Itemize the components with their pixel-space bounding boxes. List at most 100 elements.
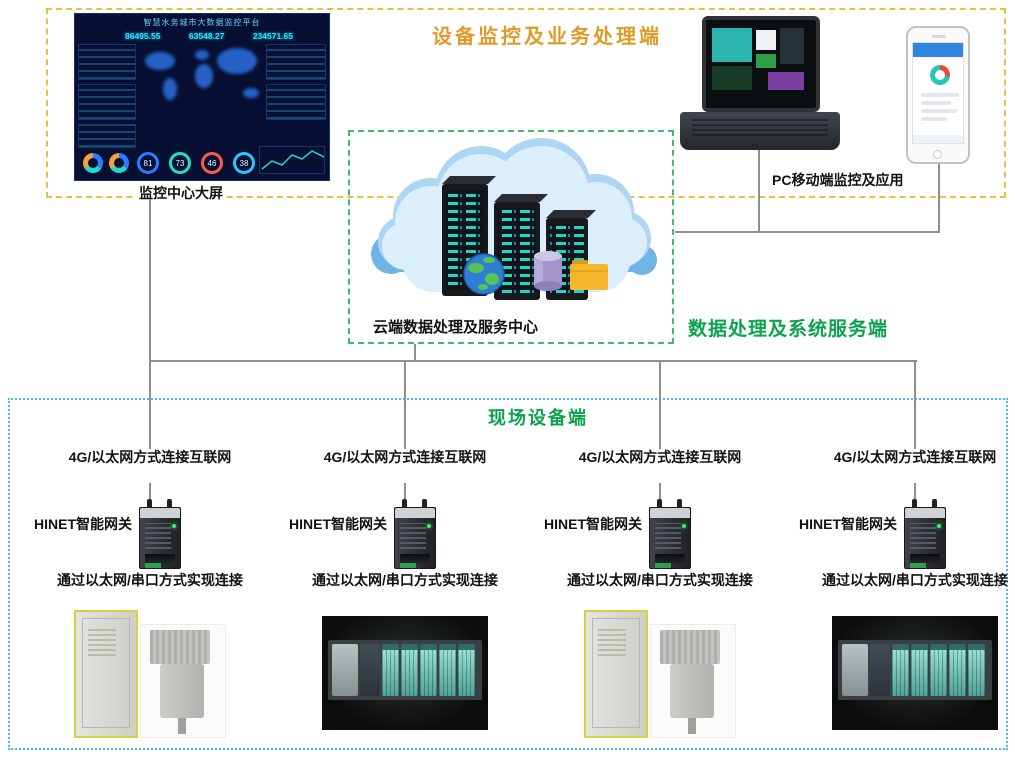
gauge: 38 (233, 152, 255, 174)
dashboard-stat: 63548.27 (188, 31, 225, 41)
connector-net-to-gateway4 (914, 483, 916, 499)
cabinet-door (592, 618, 640, 728)
map-blob (195, 64, 213, 88)
antenna-icon (147, 499, 152, 508)
map-blob (243, 88, 259, 98)
top-section-title: 设备监控及业务处理端 (432, 26, 662, 48)
antenna-icon (677, 499, 682, 508)
gateway-top-panel (395, 508, 435, 518)
gateway-terminal (655, 563, 671, 568)
laptop-icon (680, 16, 840, 158)
map-blob (217, 48, 257, 74)
column-internet-label: 4G/以太网方式连接互联网 (578, 449, 742, 465)
antenna-icon (422, 499, 427, 508)
unit-leg (688, 718, 696, 734)
plc-io-module (458, 644, 475, 696)
dashboard-stat: 86495.55 (125, 31, 161, 41)
electrical-cabinet-icon (584, 610, 648, 738)
gateway-device-icon (900, 499, 950, 569)
dashboard-panel (266, 44, 326, 80)
dashboard-line-chart (259, 146, 325, 174)
connector-net-to-gateway2 (404, 483, 406, 499)
dashboard-donut-charts (83, 153, 129, 173)
gateway-device-icon (390, 499, 440, 569)
connector-bus-to-col2 (404, 362, 406, 449)
screen-block (712, 28, 752, 62)
screen-block (712, 66, 752, 90)
gateway-ports (400, 554, 430, 564)
plc-io-module (930, 644, 947, 696)
globe-icon (463, 253, 505, 295)
gateway-top-panel (140, 508, 180, 518)
dashboard-panel (78, 124, 136, 148)
gateway-body (394, 507, 436, 569)
phone-speaker (932, 35, 946, 38)
cloud-section-frame (348, 130, 674, 344)
column-connection-label: 通过以太网/串口方式实现连接 (822, 572, 1008, 588)
unit-body (670, 664, 714, 718)
dashboard-panel (266, 84, 326, 120)
screen-block (756, 30, 776, 50)
donut-chart (83, 153, 103, 173)
phone-home-button (933, 150, 942, 159)
folder-icon (570, 260, 608, 290)
gateway-top-panel (650, 508, 690, 518)
connector-net-to-gateway3 (659, 483, 661, 499)
plc-devices-icon (322, 616, 488, 730)
phone-icon (906, 26, 970, 164)
cloud-caption: 云端数据处理及服务中心 (372, 319, 538, 336)
dashboard-screen-title: 智慧水务城市大数据监控平台 (143, 18, 261, 27)
phone-app-bar (921, 93, 959, 97)
plc-io-module (949, 644, 966, 696)
cabinet-devices-icon (74, 610, 226, 740)
plc-io-module (382, 644, 399, 696)
gateway-vents (400, 523, 426, 549)
unit-leg (178, 718, 186, 734)
donut-chart (109, 153, 129, 173)
cloud-side-label: 数据处理及系统服务端 (688, 319, 889, 340)
phone-app-bar (921, 117, 947, 121)
dashboard-panel (78, 44, 136, 80)
antenna-icon (402, 499, 407, 508)
connector-dashboard-to-bus (149, 199, 151, 361)
unit-fins (150, 630, 210, 664)
gauge: 73 (169, 152, 191, 174)
screen-block (768, 72, 804, 90)
map-blob (145, 52, 175, 70)
connector-phone (938, 164, 940, 232)
dashboard-gauges: 81 73 46 38 (137, 152, 255, 174)
dashboard-panel (78, 84, 136, 120)
gateway-led (937, 524, 941, 528)
gateway-terminal (910, 563, 926, 568)
connector-pc-to-cloud (675, 231, 940, 233)
dashboard-stat: 234571.65 (252, 31, 293, 41)
field-section-frame (8, 398, 1008, 750)
phone-app-bar (921, 101, 951, 105)
column-connection-label: 通过以太网/串口方式实现连接 (567, 572, 753, 588)
map-blob (195, 50, 209, 60)
phone-screen (912, 42, 964, 144)
antenna-icon (167, 499, 172, 508)
plc-io-module (968, 644, 985, 696)
connector-cloud-to-bus (414, 344, 416, 361)
cabinet-vent (88, 626, 116, 656)
plc-io-module (439, 644, 456, 696)
unit-fins (660, 630, 720, 664)
cloud-servers-icon (371, 138, 657, 300)
gateway-led (682, 524, 686, 528)
gateway-top-panel (905, 508, 945, 518)
plc-cpu-module (870, 644, 890, 696)
plc-devices-icon (832, 616, 998, 730)
plc-io-module (401, 644, 418, 696)
gateway-terminal (400, 563, 416, 568)
phone-app-footer (913, 135, 963, 143)
laptop-screen (702, 16, 820, 112)
gateway-ports (655, 554, 685, 564)
gateway-label: HINET智能网关 (34, 516, 132, 532)
connector-bus-to-col4 (914, 362, 916, 449)
pc-mobile-caption: PC移动端监控及应用 (772, 172, 904, 188)
gateway-led (427, 524, 431, 528)
dashboard-caption: 监控中心大屏 (136, 183, 226, 203)
gateway-ports (145, 554, 175, 564)
unit-body (160, 664, 204, 718)
